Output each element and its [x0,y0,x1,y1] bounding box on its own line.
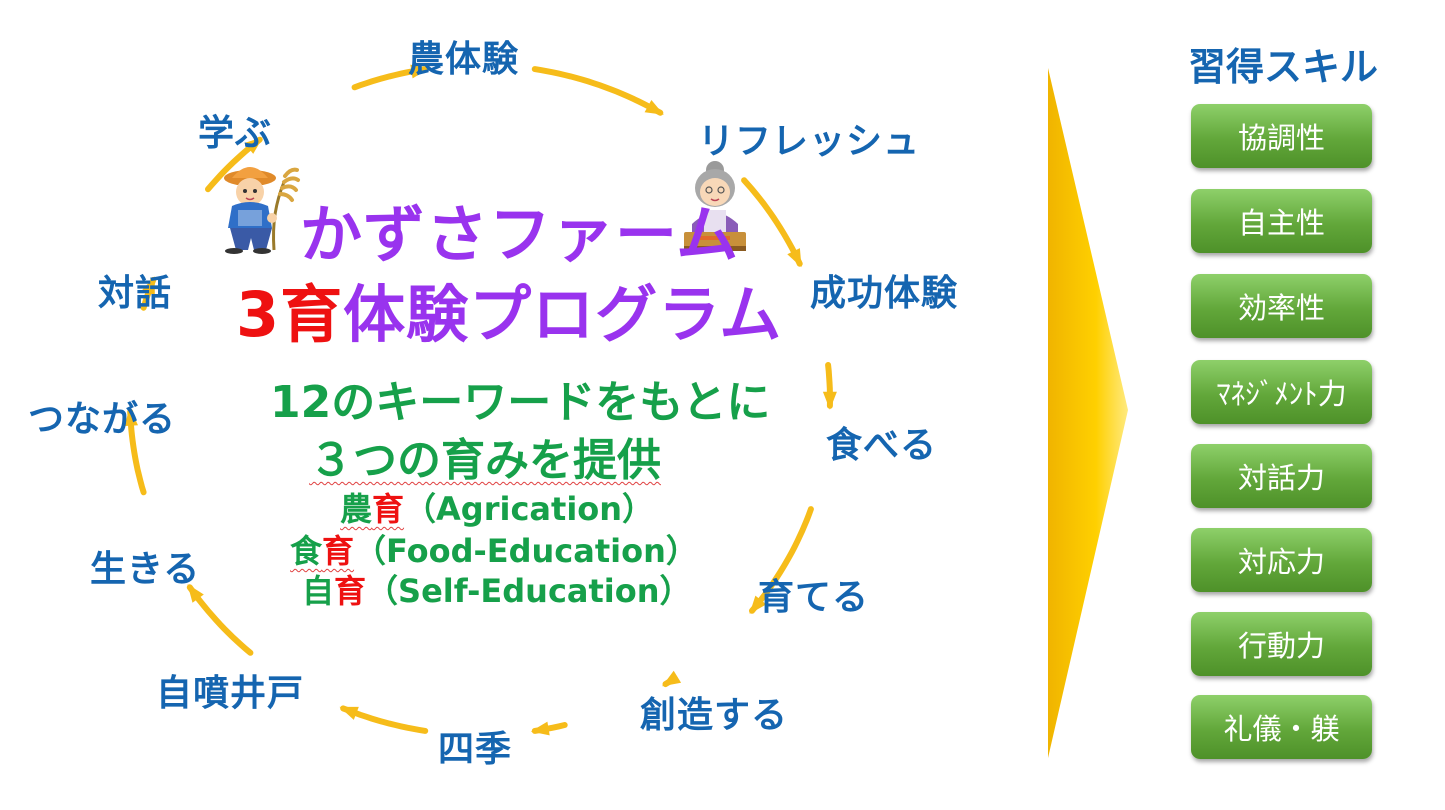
keyword-refresh: リフレッシュ [698,121,921,162]
cycle-arrowhead [244,137,263,154]
nurture-item-self-kanji: 自育 [302,572,367,610]
nurture-item-food-label: （Food-Education） [354,532,698,570]
nurture-item-food-kanji: 食育 [290,532,355,570]
skill-cooperation: 協調性 [1191,104,1372,168]
nurture-item-self-label: （Self-Education） [366,572,692,610]
center-text-line-2-text: ３つの育みを提供 [309,435,661,486]
cycle-arrowhead [787,248,802,268]
keyword-farm-experience: 農体験 [408,39,520,80]
skills-title: 習得スキル [1188,45,1379,89]
cycle-arrowhead [822,391,837,410]
keyword-connect: つながる [28,399,177,440]
cycle-arc-segment [531,66,664,116]
title-line-1: かずさファーム [300,198,740,271]
cycle-arrowhead [410,64,430,79]
nurture-item-self: 自育（Self-Education） [302,566,692,612]
nurture-item-agri-kanji: 農育 [340,490,405,528]
title-experience-program: 体験プログラム [343,278,783,351]
grandma-cooking-icon [684,161,746,251]
cycle-arrowhead [530,721,550,736]
cycle-arrowhead [187,584,204,603]
keyword-grow: 育てる [758,577,870,618]
cycle-arc-segment [749,506,814,614]
nurture-item-agri-label: （Agrication） [404,490,655,528]
cycle-arrowhead [644,100,664,115]
cycle-arc-segment [186,584,254,656]
cycle-arc-segment [741,177,803,267]
keyword-create: 創造する [640,695,789,736]
skill-responsiveness: 対応力 [1191,528,1372,592]
title-line-2: 3育体験プログラム [236,264,782,354]
cycle-arc-segment [340,705,429,734]
cycle-arrowhead [662,670,682,687]
center-text-line-1: 12のキーワードをもとに [270,377,771,428]
nurture-item-agri: 農育（Agrication） [340,484,654,530]
skill-action: 行動力 [1191,612,1372,676]
nurture-item-food: 食育（Food-Education） [290,526,698,572]
cycle-arrowhead [141,276,155,296]
skill-efficiency: 効率性 [1191,274,1372,338]
cycle-arc-group [124,64,837,736]
big-arrow-shape [1048,68,1128,758]
keyword-learn: 学ぶ [198,113,273,154]
keyword-eat: 食べる [826,425,938,466]
keyword-four-seasons: 四季 [438,729,513,770]
keyword-dialogue: 対話 [98,273,173,314]
skill-management: ﾏﾈｼﾞﾒﾝﾄ力 [1191,360,1372,424]
cycle-arrowhead [124,407,138,427]
skill-dialogue: 対話力 [1191,444,1372,508]
keyword-live: 生きる [90,549,201,590]
skill-independence: 自主性 [1191,189,1372,253]
keyword-success-experience: 成功体験 [810,273,959,314]
farmer-boy-icon [224,167,300,254]
cycle-arrowhead [749,595,767,614]
center-text-line-2: ３つの育みを提供 [270,424,700,488]
keyword-artesian-well: 自噴井戸 [156,673,305,714]
title-three-nurturing: 3育 [236,278,344,351]
cycle-arrowhead [339,706,359,720]
skill-manners: 礼儀・躾 [1191,695,1372,759]
